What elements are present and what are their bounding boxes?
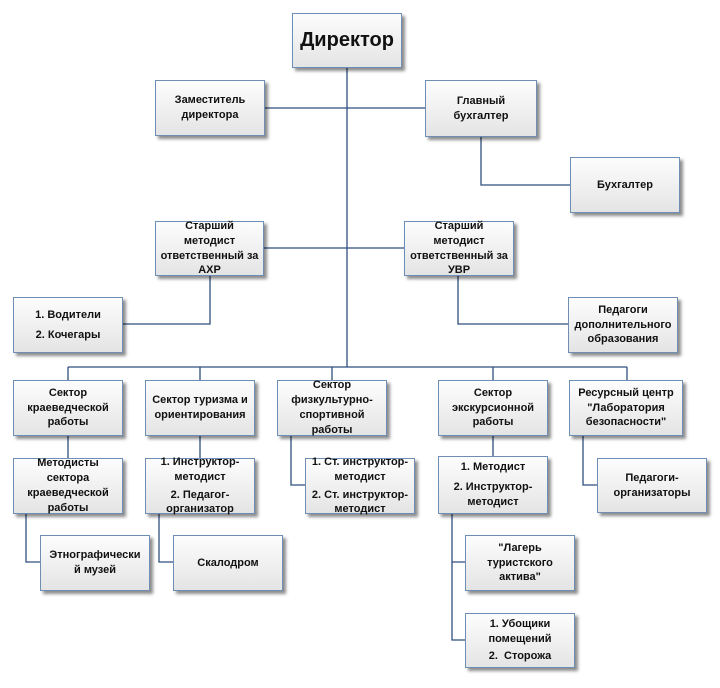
climbing-wall-box: Скалодром [173, 535, 283, 591]
director-label: Директор [300, 29, 394, 51]
additional-education-teachers-label: Педагоги дополнительного образования [574, 303, 672, 346]
excursion-staff-box: 1. Методист 2. Инструктор-методист [438, 456, 548, 514]
deputy-director-box: Заместитель директора [155, 80, 265, 136]
ethnographic-museum-box: Этнографический музей [40, 535, 150, 591]
sector-excursion-box: Сектор экскурсионной работы [438, 380, 548, 436]
sector-tourism-label: Сектор туризма и ориентирования [152, 394, 248, 421]
instructor-methodist-excursion-label: 2. Инструктор-методист [453, 481, 533, 508]
sector-local-history-box: Сектор краеведческой работы [13, 380, 123, 436]
tourist-camp-box: "Лагерь туристского актива" [465, 535, 575, 591]
chief-accountant-label: Главный бухгалтер [453, 94, 509, 122]
methodist-excursion-label: 1. Методист [460, 461, 526, 474]
resource-center-box: Ресурсный центр "Лаборатория безопасност… [569, 380, 683, 436]
stokers-label: 2. Кочегары [35, 328, 101, 341]
accountant-box: Бухгалтер [570, 157, 680, 213]
senior-methodist-uvr-box: Старший методист ответственный за УВР [404, 219, 514, 277]
deputy-director-label: Заместитель директора [174, 94, 246, 121]
senior-instructor-2-label: 2. Ст. инструктор-методист [311, 488, 409, 516]
tourism-staff-box: 1. Инструктор-методист 2. Педагог-органи… [145, 455, 255, 515]
support-staff-box: 1. Убощики помещений 2. Сторожа [465, 613, 575, 668]
senior-methodist-uvr-label: Старший методист ответственный за УВР [410, 219, 508, 277]
senior-methodist-ahr-label: Старший методист ответственный за АХР [160, 219, 259, 277]
sport-staff-box: 1. Ст. инструктор-методист 2. Ст. инстру… [305, 455, 415, 515]
climbing-wall-label: Скалодром [197, 556, 259, 569]
tourist-camp-label: "Лагерь туристского актива" [487, 541, 553, 584]
sector-local-history-label: Сектор краеведческой работы [27, 386, 109, 429]
teachers-organizers-box: Педагоги-организаторы [597, 458, 707, 513]
sector-excursion-label: Сектор экскурсионной работы [451, 386, 535, 429]
senior-instructor-1-label: 1. Ст. инструктор-методист [311, 455, 409, 483]
resource-center-label: Ресурсный центр "Лаборатория безопасност… [578, 386, 674, 429]
instructor-methodist-tourism-label: 1. Инструктор-методист [160, 455, 240, 483]
sector-tourism-box: Сектор туризма и ориентирования [145, 380, 255, 436]
methodists-local-history-box: Методисты сектора краеведческой работы [13, 457, 123, 514]
sector-sport-label: Сектор физкультурно-спортивной работы [291, 379, 373, 436]
chief-accountant-box: Главный бухгалтер [425, 80, 537, 137]
guards-label: 2. Сторожа [488, 650, 552, 663]
senior-methodist-ahr-box: Старший методист ответственный за АХР [155, 219, 264, 277]
cleaners-label: 1. Убощики помещений [488, 617, 552, 645]
methodists-local-history-label: Методисты сектора краеведческой работы [27, 457, 109, 514]
teacher-organizer-tourism-label: 2. Педагог-организатор [166, 488, 234, 516]
ethnographic-museum-label: Этнографический музей [49, 549, 141, 576]
teachers-organizers-label: Педагоги-организаторы [613, 471, 691, 499]
sector-sport-box: Сектор физкультурно-спортивной работы [277, 379, 387, 436]
additional-education-teachers-box: Педагоги дополнительного образования [568, 297, 678, 353]
drivers-stokers-box: 1. Водители 2. Кочегары [13, 297, 123, 353]
accountant-label: Бухгалтер [596, 178, 654, 191]
drivers-label: 1. Водители [35, 308, 101, 321]
director-box: Директор [292, 13, 402, 68]
